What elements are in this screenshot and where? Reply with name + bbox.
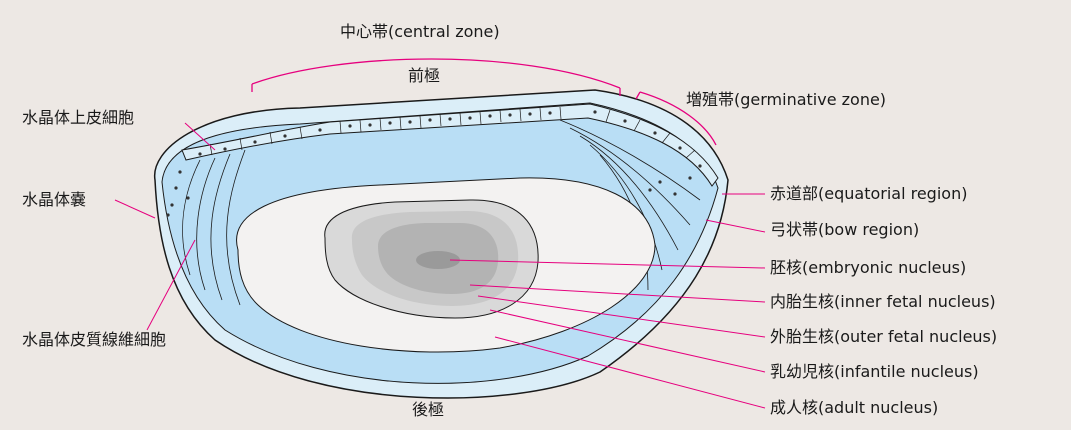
epithelium-nuclei — [166, 110, 702, 217]
adult-nucleus-label: 成人核(adult nucleus) — [770, 398, 939, 417]
lens-capsule-label: 水晶体嚢 — [22, 190, 87, 209]
germinative-zone-label: 増殖帯(germinative zone) — [686, 90, 887, 109]
epithelium-band — [181, 103, 719, 187]
inner-fetal-nucleus-label: 内胎生核(inner fetal nucleus) — [770, 292, 996, 311]
embryonic-nucleus-shape — [416, 251, 460, 269]
lens-fiber-cells-label: 水晶体皮質線維細胞 — [22, 330, 167, 349]
central-zone-bracket — [251, 58, 621, 89]
outer-fetal-nucleus-label: 外胎生核(outer fetal nucleus) — [770, 327, 998, 346]
posterior-pole-label: 後極 — [412, 400, 445, 419]
infantile-nucleus-label: 乳幼児核(infantile nucleus) — [770, 362, 979, 381]
bow-region-label: 弓状帯(bow region) — [770, 220, 920, 239]
fiber-lines-right — [559, 119, 701, 291]
fiber-lines-left — [182, 149, 246, 306]
equatorial-region-label: 赤道部(equatorial region) — [770, 184, 968, 203]
leader-lines — [114, 122, 766, 409]
anterior-pole-label: 前極 — [408, 66, 441, 85]
embryonic-nucleus-label: 胚核(embryonic nucleus) — [770, 258, 967, 277]
germinative-zone-bracket — [639, 91, 717, 146]
lens-epithelium-label: 水晶体上皮細胞 — [22, 108, 135, 127]
central-zone-label: 中心帯(central zone) — [340, 22, 500, 41]
